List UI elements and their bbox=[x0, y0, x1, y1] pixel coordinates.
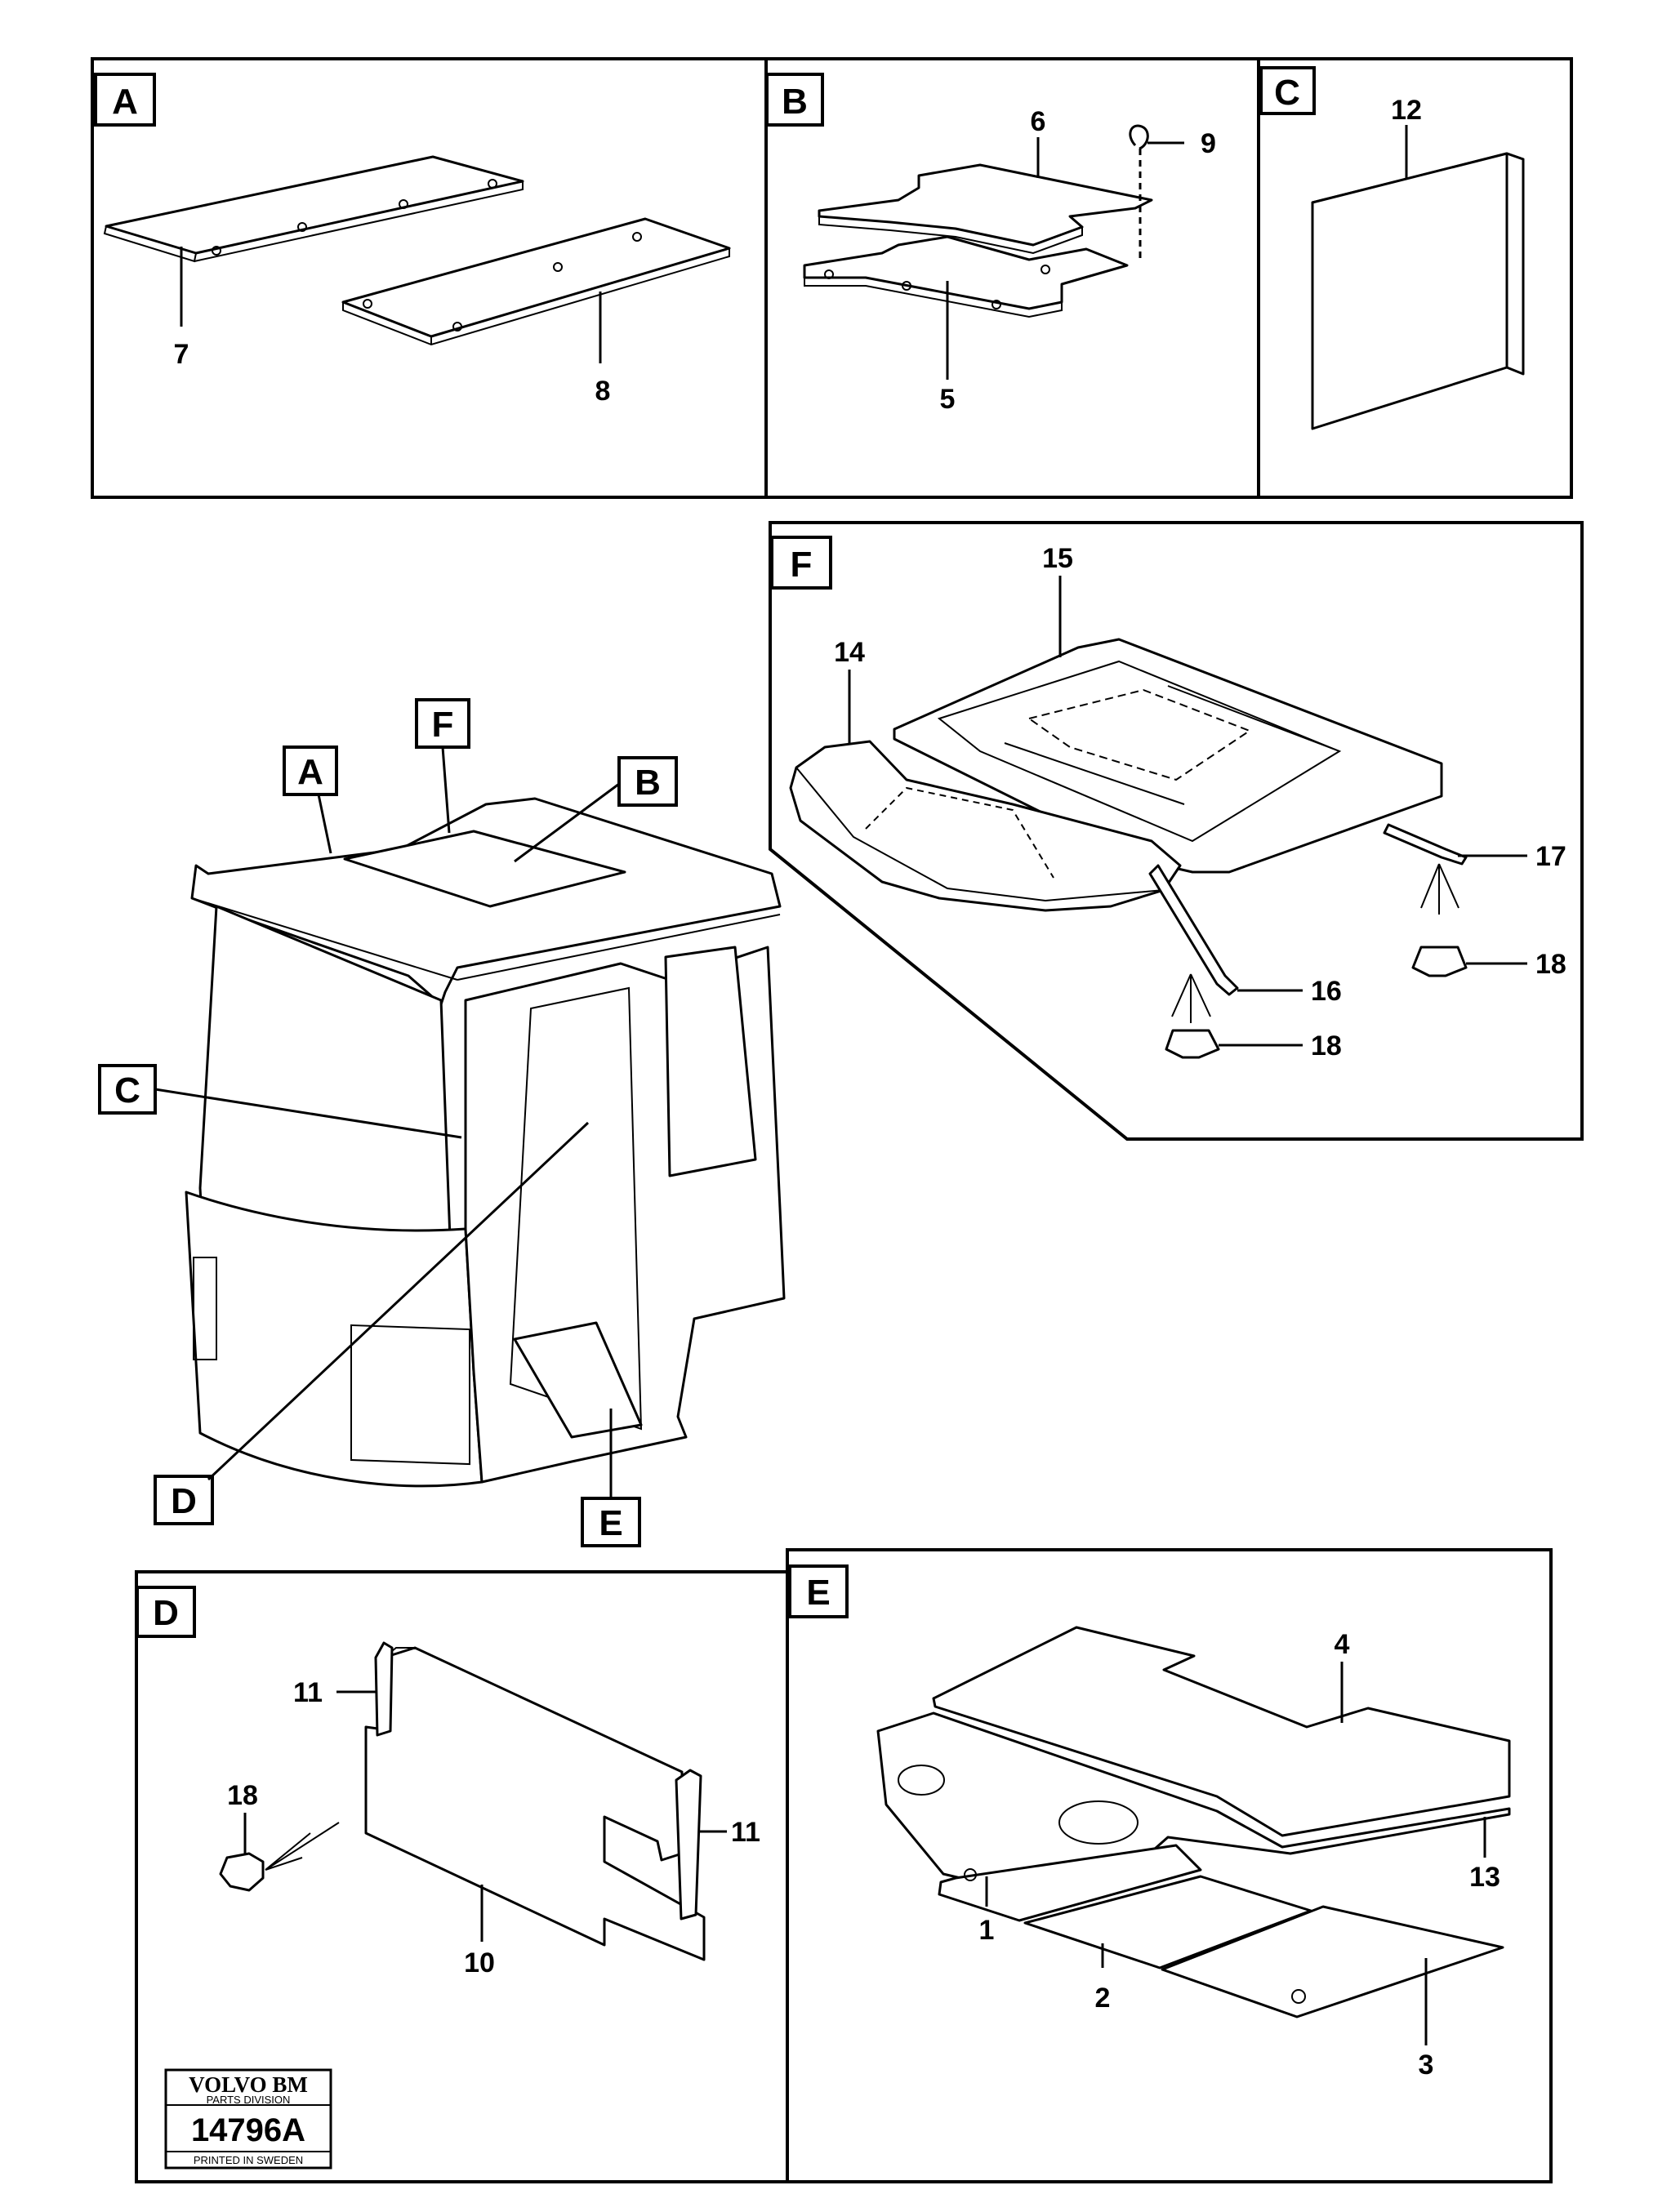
panel-d: D 11 18 11 10 VOLVO BM PARTS DIVISION 14… bbox=[135, 1570, 789, 2183]
callout-18-upper: 18 bbox=[1535, 949, 1566, 980]
overview-label-b: B bbox=[635, 763, 661, 803]
callout-12: 12 bbox=[1391, 95, 1422, 126]
callout-8: 8 bbox=[595, 376, 611, 407]
callout-14: 14 bbox=[834, 637, 865, 668]
callout-11-right: 11 bbox=[731, 1817, 760, 1848]
cab-floor-mat bbox=[513, 1321, 643, 1439]
callout-13: 13 bbox=[1469, 1862, 1500, 1893]
overview-label-f: F bbox=[432, 705, 454, 745]
panel-e-letter: E bbox=[806, 1573, 830, 1613]
hatch-mat-6 bbox=[818, 163, 1153, 247]
cab-front-grille bbox=[193, 1257, 217, 1360]
panel-b-letter: B bbox=[782, 82, 808, 122]
panel-b: B 6 9 5 bbox=[764, 57, 1260, 499]
panel-f-letter: F bbox=[791, 545, 813, 585]
panel-a-letter-box bbox=[94, 73, 156, 127]
callout-3: 3 bbox=[1419, 2050, 1434, 2081]
callout-1: 1 bbox=[979, 1915, 995, 1946]
callout-5: 5 bbox=[940, 384, 956, 415]
floor-mat-4 bbox=[932, 1626, 1511, 1837]
callout-18-d: 18 bbox=[227, 1780, 258, 1811]
overview-label-d: D bbox=[171, 1481, 197, 1521]
panel-f-letter-box bbox=[770, 536, 832, 590]
insulation-12-side bbox=[1505, 152, 1525, 376]
volvo-bm-stamp: VOLVO BM PARTS DIVISION 14796A PRINTED I… bbox=[164, 2068, 332, 2170]
panel-f-frame bbox=[769, 521, 1584, 1141]
callout-11-left: 11 bbox=[293, 1677, 323, 1708]
fastener-9 bbox=[1129, 124, 1149, 150]
panel-a: A 7 8 bbox=[91, 57, 768, 499]
callout-17: 17 bbox=[1535, 841, 1566, 872]
callout-10: 10 bbox=[464, 1947, 495, 1978]
roof-plate-8 bbox=[341, 217, 731, 338]
overview-label-e: E bbox=[599, 1503, 622, 1543]
callout-7: 7 bbox=[174, 339, 189, 370]
overview-label-d-box bbox=[154, 1475, 214, 1525]
panel-a-letter: A bbox=[112, 82, 138, 122]
stamp-brand: VOLVO BM bbox=[189, 2072, 308, 2097]
callout-15: 15 bbox=[1042, 543, 1073, 574]
roof-plate-7 bbox=[105, 155, 524, 255]
callout-2: 2 bbox=[1095, 1983, 1111, 2014]
panel-d-letter-box bbox=[136, 1586, 196, 1638]
panel-b-letter-box bbox=[765, 73, 824, 127]
cab-door-window bbox=[664, 946, 757, 1177]
callout-6: 6 bbox=[1031, 106, 1046, 137]
bracket-17 bbox=[1383, 823, 1468, 866]
panel-c-letter-box bbox=[1259, 66, 1316, 115]
panel-e-letter-box bbox=[788, 1564, 849, 1618]
roof-hatch bbox=[343, 830, 626, 908]
stamp-number: 14796A bbox=[191, 2112, 305, 2148]
cab-overview: A F B C D E bbox=[98, 698, 786, 1547]
hatch-frame-5 bbox=[803, 235, 1129, 310]
mat-cutout-small bbox=[898, 1765, 945, 1796]
cab-door-opening bbox=[509, 986, 643, 1431]
cab-front-body bbox=[185, 1191, 484, 1488]
stamp-division: PARTS DIVISION bbox=[207, 2094, 291, 2106]
clip-18-lower bbox=[1165, 1029, 1220, 1059]
panel-d-letter: D bbox=[153, 1593, 179, 1633]
callout-16: 16 bbox=[1311, 976, 1342, 1007]
panel-c-frame bbox=[1257, 57, 1573, 499]
panel-c: C 12 bbox=[1257, 57, 1573, 499]
floor-mat-lower-layer bbox=[876, 1711, 1511, 1900]
bracket-16 bbox=[1148, 864, 1239, 996]
roof-lining-15-recess bbox=[1027, 688, 1252, 781]
clip-18-upper bbox=[1411, 946, 1468, 977]
floor-plate-1 bbox=[938, 1844, 1202, 1922]
roof-lining-15 bbox=[893, 638, 1443, 874]
overview-label-b-box bbox=[617, 756, 678, 807]
overview-label-a: A bbox=[297, 752, 323, 792]
moulding-11-right bbox=[675, 1769, 702, 1920]
clip-18-d bbox=[219, 1852, 265, 1892]
callout-4: 4 bbox=[1335, 1629, 1350, 1660]
panel-e-frame bbox=[786, 1548, 1553, 2183]
stamp-printed: PRINTED IN SWEDEN bbox=[194, 2154, 303, 2166]
stamp-frame bbox=[164, 2068, 332, 2170]
callout-9: 9 bbox=[1201, 128, 1216, 159]
floor-plate-3 bbox=[1161, 1905, 1504, 2018]
callout-18-lower: 18 bbox=[1311, 1030, 1342, 1061]
panel-e: E 4 13 1 2 3 bbox=[786, 1548, 1553, 2183]
panel-f: F 15 14 17 18 16 18 bbox=[769, 521, 1584, 1141]
panel-c-letter: C bbox=[1274, 73, 1300, 113]
overview-label-a-box bbox=[283, 745, 338, 796]
roof-plate-7-edge bbox=[103, 225, 197, 263]
insulation-12-face bbox=[1311, 152, 1508, 430]
overview-label-c: C bbox=[114, 1070, 140, 1110]
trim-panel-10 bbox=[364, 1646, 706, 1961]
mat-cutout-large bbox=[1058, 1800, 1139, 1845]
cab-side-grille bbox=[350, 1324, 470, 1466]
moulding-11-left bbox=[374, 1641, 394, 1737]
